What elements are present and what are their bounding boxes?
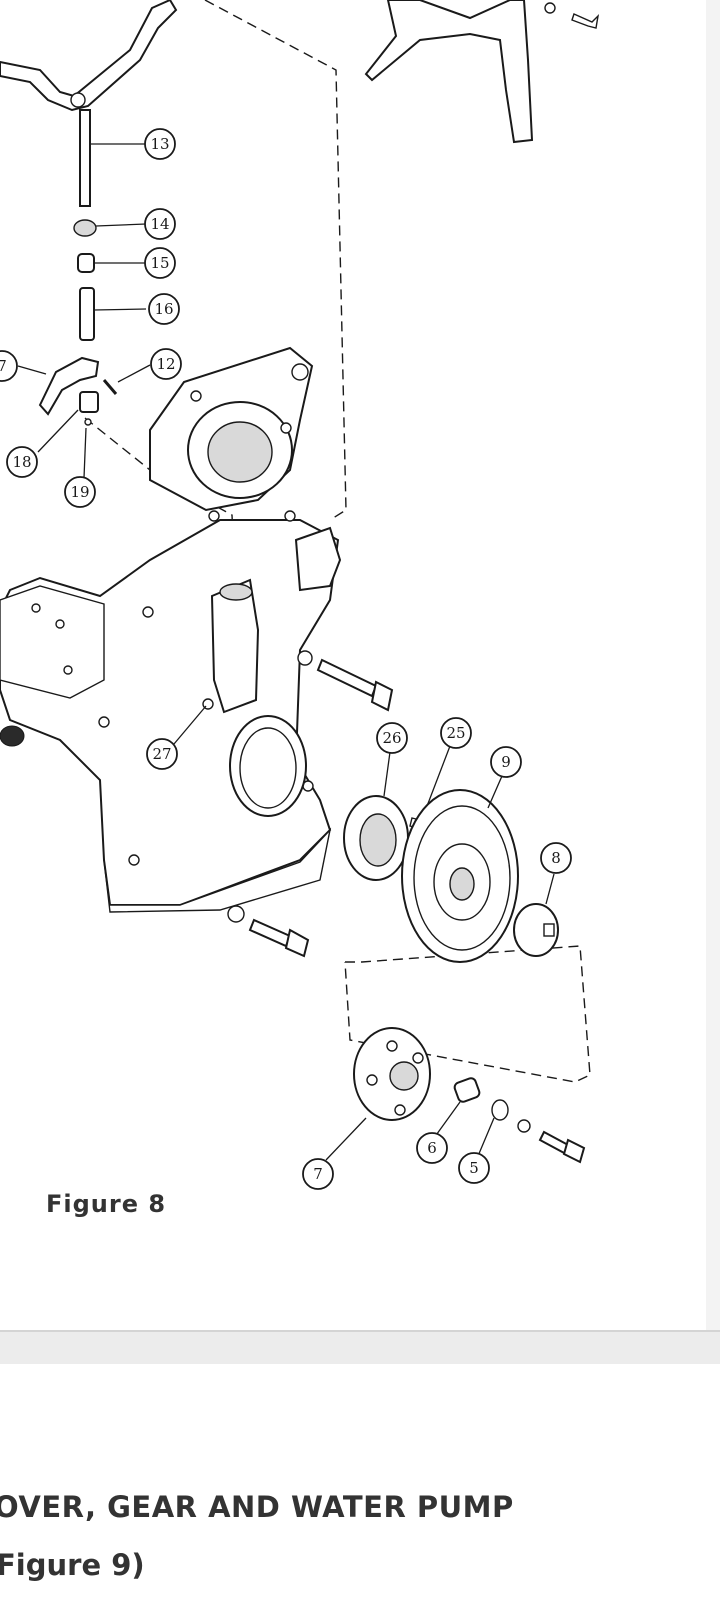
- fan-washer: [544, 2, 556, 14]
- pump-outlet-bore: [239, 727, 297, 809]
- bolt-lower: [248, 918, 292, 948]
- svg-text:6: 6: [427, 1139, 437, 1157]
- bolt-washer-final: [517, 1119, 531, 1133]
- callout-16: 16: [148, 293, 180, 325]
- callout-14: 14: [144, 208, 176, 240]
- assembly-dash-line-top: [204, 0, 347, 521]
- svg-text:7: 7: [0, 357, 7, 375]
- seal-26-inner: [359, 813, 397, 867]
- lever-pivot: [70, 92, 86, 108]
- fan-blade: [364, 0, 534, 144]
- flange-7-hole-2: [412, 1052, 424, 1064]
- svg-text:19: 19: [70, 483, 89, 501]
- bolt-head-upper: [370, 680, 394, 712]
- cover-hole-a: [31, 603, 41, 613]
- fan-bolt: [571, 13, 600, 29]
- hub-8: [513, 903, 559, 957]
- cup-18: [79, 391, 99, 413]
- svg-text:8: 8: [551, 849, 561, 867]
- callout-9: 9: [490, 746, 522, 778]
- callout-6: 6: [416, 1132, 448, 1164]
- bolt-upper: [316, 658, 378, 698]
- bolt-head-final: [562, 1138, 586, 1164]
- figure-caption: Figure 8: [46, 1190, 167, 1218]
- callout-5: 5: [458, 1152, 490, 1184]
- throttle-lever-arm: [0, 0, 178, 112]
- pin-12: [102, 379, 118, 395]
- manual-page-figure-8: 13 14 15 16 7 12 18 19 27 26 25 9 8 7 6 …: [0, 0, 600, 1218]
- svg-text:7: 7: [313, 1165, 323, 1183]
- svg-text:14: 14: [150, 215, 169, 233]
- flange-7-hole-4: [394, 1104, 406, 1116]
- callout-25: 25: [440, 717, 472, 749]
- callout-13: 13: [144, 128, 176, 160]
- cover-base-flange: [103, 827, 332, 913]
- cover-hole-b: [55, 619, 65, 629]
- shaft-boss-bore: [219, 583, 253, 601]
- side-nut: [0, 725, 25, 747]
- flange-7-hole-1: [386, 1040, 398, 1052]
- svg-text:16: 16: [154, 300, 173, 318]
- svg-text:9: 9: [501, 753, 511, 771]
- flange-hole-4: [208, 510, 220, 522]
- svg-text:13: 13: [150, 135, 169, 153]
- callout-26: 26: [376, 722, 408, 754]
- flange-hole-2: [190, 390, 202, 402]
- ball-19: [84, 418, 92, 426]
- bushing-15: [77, 253, 95, 273]
- shaft-13: [79, 109, 91, 207]
- svg-text:18: 18: [12, 453, 31, 471]
- cover-hole-d: [142, 606, 154, 618]
- svg-text:25: 25: [446, 724, 465, 742]
- callout-15: 15: [144, 247, 176, 279]
- flange-7-hole-3: [366, 1074, 378, 1086]
- cover-hole-e: [98, 716, 110, 728]
- manual-page-next: [0, 1364, 720, 1600]
- bolt-head-lower: [284, 928, 310, 958]
- svg-text:5: 5: [469, 1159, 479, 1177]
- pump-bore-inner: [207, 421, 273, 483]
- section-heading: OVER, GEAR AND WATER PUMP: [0, 1490, 514, 1524]
- callout-17-partial: 7: [0, 350, 18, 382]
- callout-27: 27: [146, 738, 178, 770]
- section-subheading: Figure 9): [0, 1548, 145, 1582]
- cover-front-bracket: [0, 585, 105, 699]
- shaft-boss: [210, 578, 260, 714]
- assembly-dash-line-hub: [344, 945, 591, 1083]
- svg-text:26: 26: [382, 729, 401, 747]
- svg-text:12: 12: [156, 355, 175, 373]
- bolt-washer-upper: [297, 650, 313, 666]
- page-separator: [0, 1330, 720, 1366]
- callout-8: 8: [540, 842, 572, 874]
- callout-19: 19: [64, 476, 96, 508]
- callout-7: 7: [302, 1158, 334, 1190]
- cover-hole-c: [63, 665, 73, 675]
- cover-hole-f: [128, 854, 140, 866]
- flange-hole-1: [291, 363, 309, 381]
- exploded-parts-diagram: 13 14 15 16 7 12 18 19 27 26 25 9 8 7 6 …: [0, 0, 600, 1190]
- svg-text:15: 15: [150, 254, 169, 272]
- callout-12: 12: [150, 348, 182, 380]
- flange-7-center: [389, 1061, 419, 1091]
- bearing-14: [73, 219, 97, 237]
- spacer-6: [453, 1077, 481, 1103]
- flange-hole-3: [280, 422, 292, 434]
- bolt-washer-lower: [227, 905, 245, 923]
- hub-8-square: [543, 923, 555, 937]
- callout-18: 18: [6, 446, 38, 478]
- cover-outlet-neck: [294, 526, 342, 592]
- cover-hole-h: [284, 510, 296, 522]
- pulley-9-bore: [449, 867, 475, 901]
- svg-text:27: 27: [152, 745, 171, 763]
- page-edge: [706, 0, 720, 1330]
- timing-cover-body: [0, 519, 340, 906]
- lever-17: [38, 356, 100, 416]
- sleeve-16: [79, 287, 95, 341]
- washer-5: [491, 1099, 509, 1121]
